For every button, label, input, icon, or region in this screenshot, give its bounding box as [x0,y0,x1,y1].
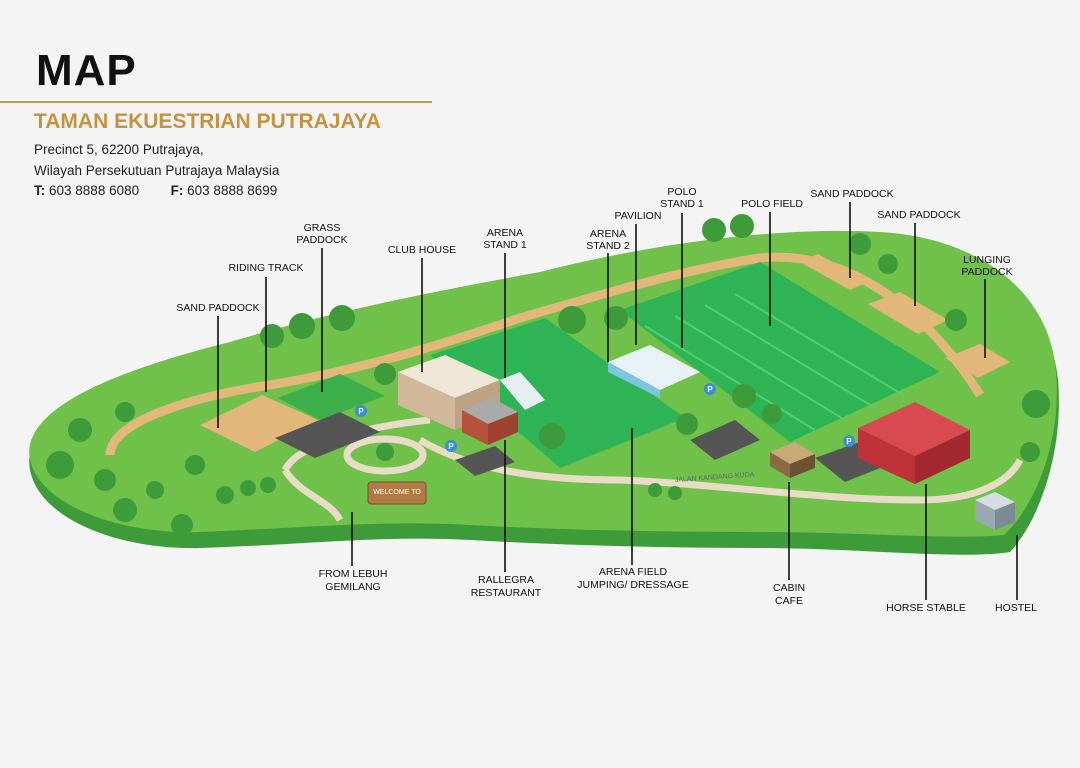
horse-stable-building [858,402,970,484]
label-sand-paddock-right: SAND PADDOCK [877,209,960,221]
trees [46,214,1050,536]
label-club-house: CLUB HOUSE [388,244,456,256]
tel-number: 603 8888 6080 [49,183,140,198]
sand-paddock-right [868,292,948,334]
fax-number: 603 8888 8699 [187,183,278,198]
label-arena-stand-1-line1: ARENA [487,227,523,239]
parking-markers [355,383,855,452]
welcome-sign-text: WELCOME TO [373,489,421,496]
polo-field [620,262,940,442]
label-sand-paddock-top: SAND PADDOCK [810,188,893,200]
label-horse-stable: HORSE STABLE [886,602,966,614]
hostel-building [975,492,1015,530]
label-pavilion: PAVILION [615,210,662,222]
tel-label: T: [34,183,46,198]
label-from-lebuh-line1: FROM LEBUH [319,568,388,580]
parking-lot-2 [455,446,515,476]
leader-lines [217,202,1018,600]
label-riding-track: RIDING TRACK [228,262,303,274]
fax-label: F: [170,183,184,198]
label-arena-stand-1-line2: STAND 1 [483,239,527,251]
parking-icon [843,435,855,447]
polo-field-stripes [644,293,906,431]
pavilion-building [608,345,700,398]
label-rallegra-line2: RESTAURANT [471,587,542,599]
sand-paddock-top [800,254,868,290]
arena-field [430,318,685,468]
parking-icon [355,405,367,417]
label-lunging-paddock-line2: PADDOCK [961,266,1012,278]
grass-paddock [278,374,385,420]
parking-lot-3 [690,420,760,460]
parking-label: P [846,437,852,446]
label-arena-field-line1: ARENA FIELD [599,566,668,578]
label-rallegra-line1: RALLEGRA [478,574,534,586]
map-header: MAP TAMAN EKUESTRIAN PUTRAJAYA Precinct … [0,0,440,210]
label-lunging-paddock-line1: LUNGING [963,254,1011,266]
parking-label: P [358,407,364,416]
title-divider [0,101,432,103]
label-arena-stand-2-line1: ARENA [590,228,626,240]
label-hostel: HOSTEL [995,602,1037,614]
sand-paddock-left [200,395,318,452]
label-polo-field: POLO FIELD [741,198,803,210]
label-arena-field-line2: JUMPING/ DRESSAGE [577,579,688,591]
parking-label: P [448,442,454,451]
page-title: MAP [36,46,137,95]
label-polo-stand-1-line1: POLO [667,186,696,198]
rallegra-restaurant-building [462,398,518,445]
phone-line: T: 603 8888 6080 F: 603 8888 8699 [34,183,277,198]
label-cabin-cafe-line1: CABIN [773,582,805,594]
welcome-sign: WELCOME TO [367,481,427,505]
label-grass-paddock-line2: PADDOCK [296,234,347,246]
organization-name: TAMAN EKUESTRIAN PUTRAJAYA [34,110,381,133]
address-line-2: Wilayah Persekutuan Putrajaya Malaysia [34,163,280,178]
label-cabin-cafe-line2: CAFE [775,595,803,607]
lunging-paddock [945,344,1010,378]
label-polo-stand-1-line2: STAND 1 [660,198,704,210]
parking-label: P [707,385,713,394]
roundabout [343,435,427,475]
parking-icon [704,383,716,395]
parking-icon [445,440,457,452]
parking-lot-1 [275,412,380,458]
cabin-cafe-building [770,442,815,478]
label-arena-stand-2-line2: STAND 2 [586,240,630,252]
label-grass-paddock-line1: GRASS [304,222,341,234]
label-sand-paddock-left: SAND PADDOCK [176,302,259,314]
arena-stand-1 [500,372,545,410]
address-line-1: Precinct 5, 62200 Putrajaya, [34,142,204,157]
label-from-lebuh-line2: GEMILANG [325,581,380,593]
